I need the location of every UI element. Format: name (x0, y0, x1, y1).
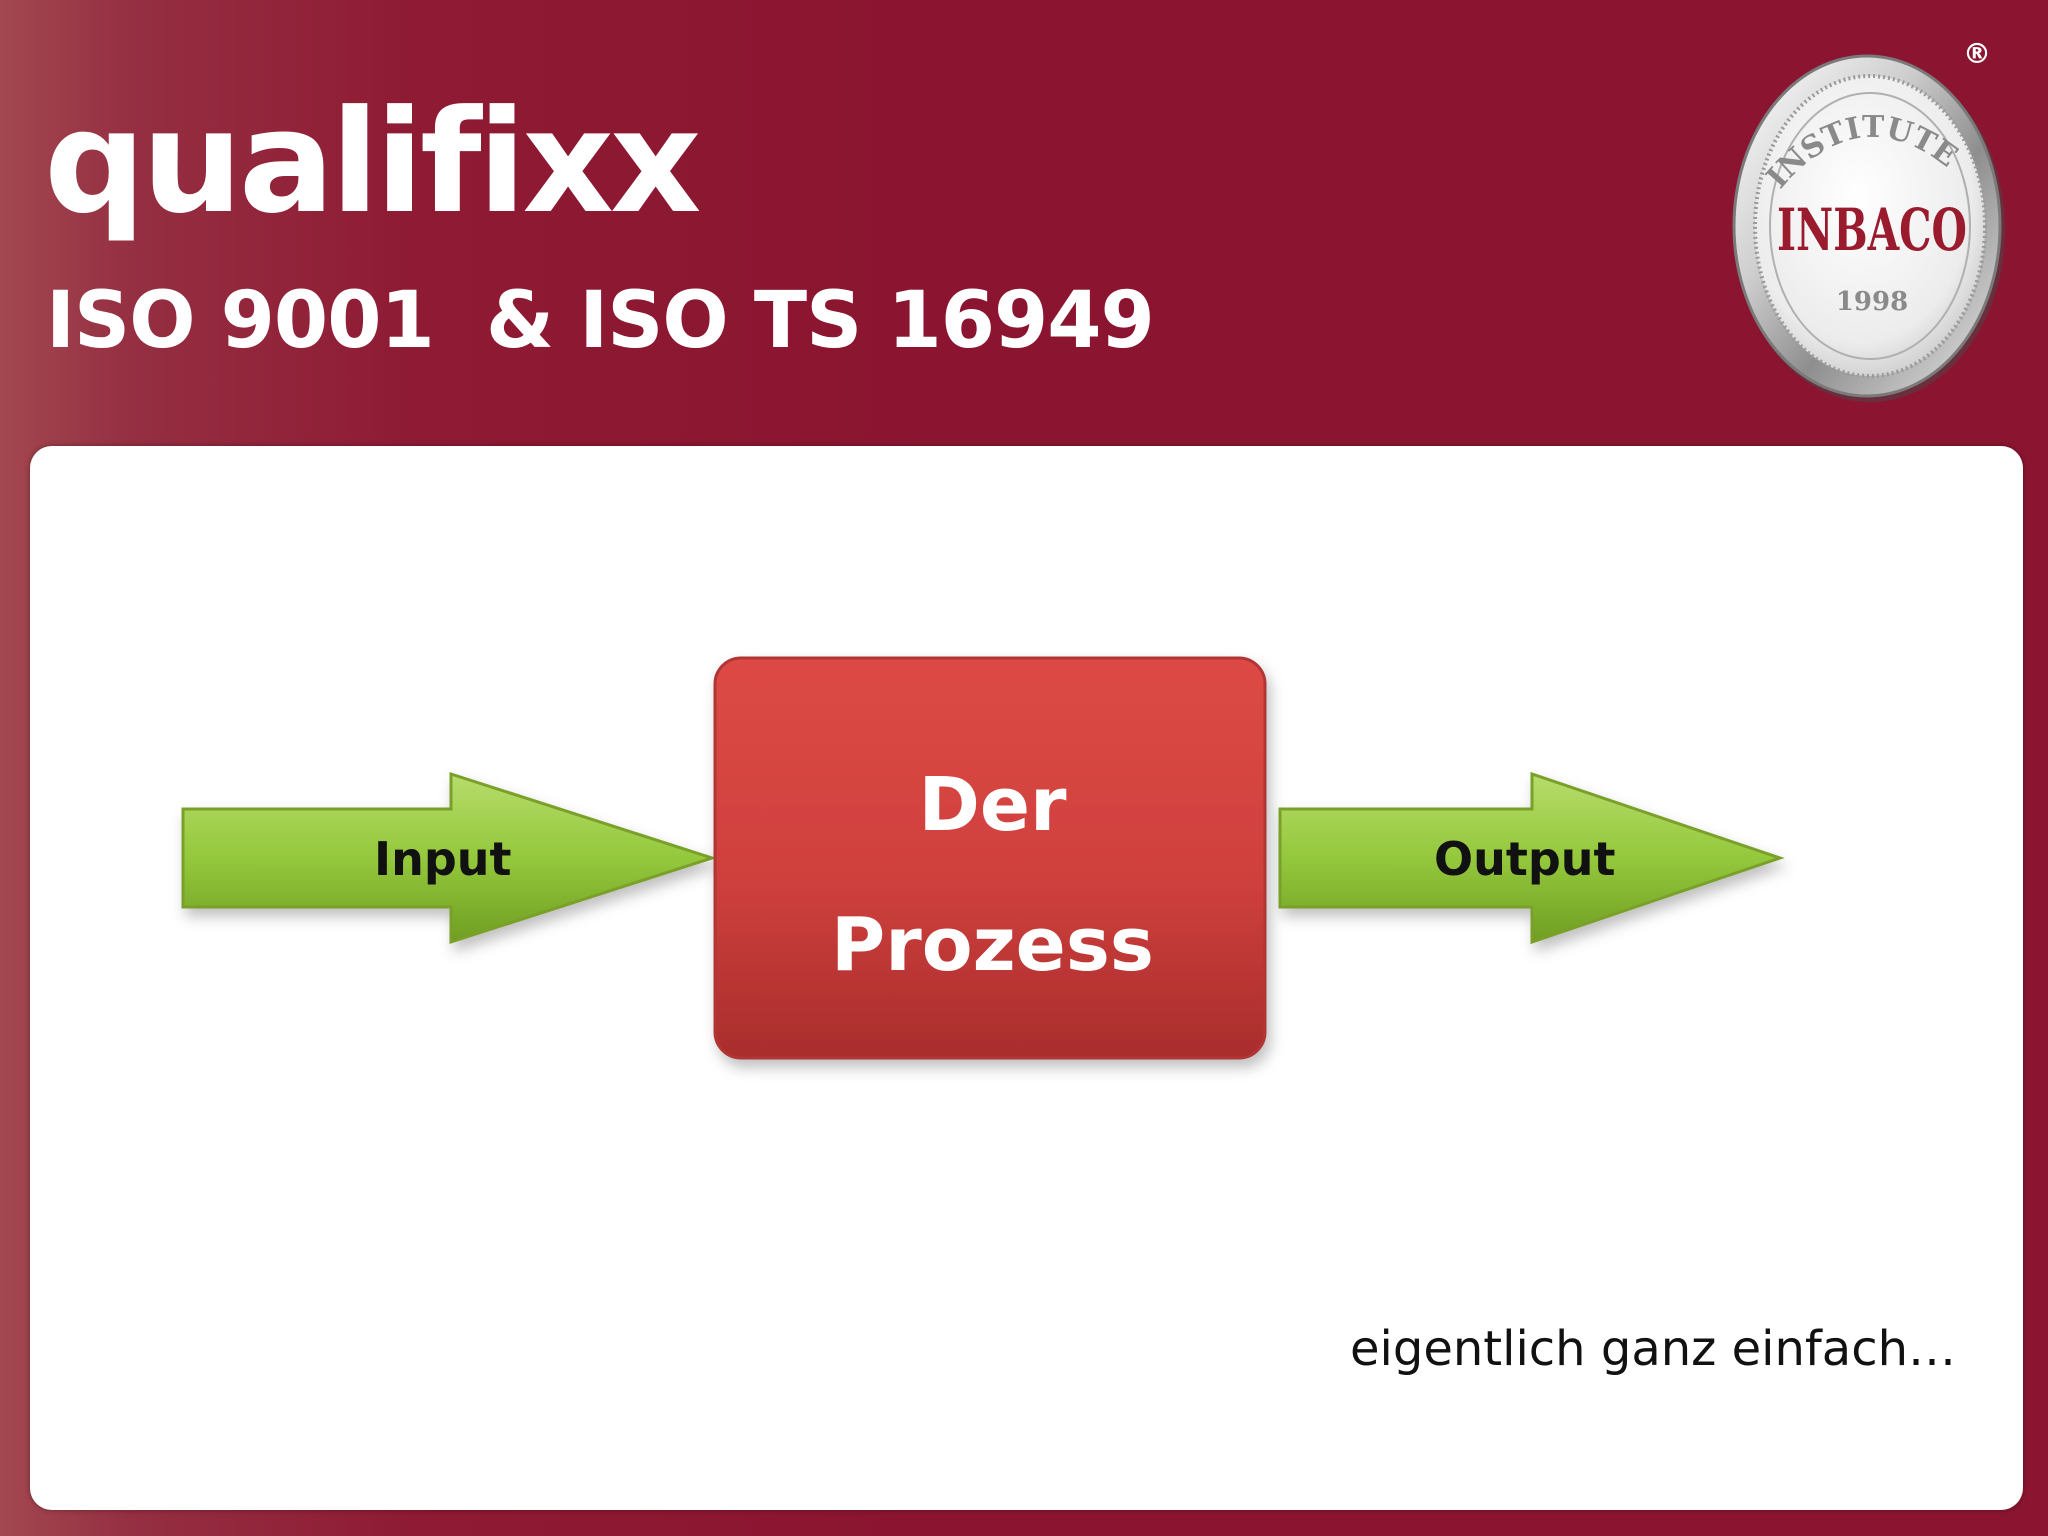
output-label: Output (1434, 832, 1616, 886)
footnote: eigentlich ganz einfach… (1350, 1321, 1957, 1377)
input-arrow (181, 771, 717, 945)
process-label: Der Prozess (715, 735, 1270, 1015)
process-label-line-1: Der (918, 762, 1067, 848)
process-box (713, 656, 1267, 1060)
inbaco-seal-logo: INSTITUTE INBACO 1998 (1732, 54, 2005, 402)
brand-title: qualifixx (44, 80, 702, 245)
registered-trademark-mark: ® (1963, 37, 1991, 70)
seal-name: INBACO (1777, 196, 1967, 264)
output-arrow (1278, 771, 1785, 945)
standards-subtitle: ISO 9001 & ISO TS 16949 (46, 276, 1155, 366)
process-label-line-2: Prozess (831, 902, 1154, 988)
seal-year: 1998 (1836, 287, 1908, 317)
input-label: Input (374, 832, 512, 886)
